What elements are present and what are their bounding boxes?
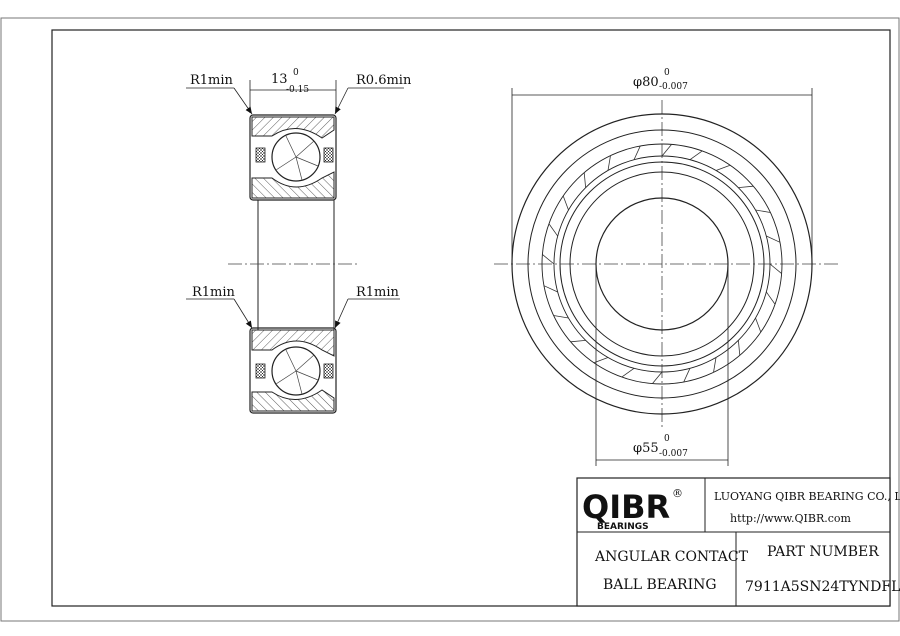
company-logo-sub: BEARINGS: [597, 522, 649, 532]
company-name: LUOYANG QIBR BEARING CO., LTD: [714, 490, 900, 503]
inner-frame: [51, 29, 891, 607]
id-upper-tol: 0: [664, 434, 670, 444]
radius-top-right: R0.6min: [356, 73, 412, 88]
cage-pocket-line: [755, 317, 762, 333]
outer-diameter-dimension: φ80 0 -0.007: [511, 68, 813, 264]
cage-pocket-line: [683, 368, 691, 383]
cage-pocket-line: [548, 223, 559, 237]
od-upper-tol: 0: [664, 68, 670, 78]
company-website: http://www.QIBR.com: [730, 512, 852, 525]
width-upper-tol: 0: [293, 68, 299, 78]
top-section: [249, 114, 337, 201]
cage-pocket-line: [553, 315, 569, 319]
description-line-1: ANGULAR CONTACT: [594, 549, 749, 565]
cage-pocket-line: [737, 340, 741, 356]
bottom-section: [249, 327, 337, 414]
cage-pocket-line: [633, 145, 641, 160]
width-lower-tol: -0.15: [286, 85, 309, 95]
radius-callouts: R1min R0.6min R1min R1min: [186, 73, 412, 329]
cage-pocket-line: [769, 263, 782, 274]
cage-pocket-line: [543, 285, 558, 293]
front-view: φ80 0 -0.007 φ55 0 -0.007: [494, 68, 840, 466]
part-number-value: 7911A5SN24TYNDFLP4: [745, 579, 900, 595]
width-dimension: 13 0 -0.15: [249, 68, 337, 113]
cage-pocket-line: [689, 150, 703, 161]
radius-top-left: R1min: [190, 73, 234, 88]
cage-pocket-line: [755, 209, 771, 213]
cage-pocket-line: [562, 195, 569, 211]
radius-bottom-left: R1min: [192, 285, 236, 300]
cage-pocket-line: [607, 155, 611, 171]
cage-pocket-line: [542, 254, 555, 265]
outer-frame: [0, 17, 900, 622]
part-number-label: PART NUMBER: [767, 544, 879, 560]
description-line-2: BALL BEARING: [603, 577, 717, 593]
cage-pocket-line: [738, 185, 754, 189]
registered-mark: ®: [672, 487, 683, 500]
cage-pocket-line: [652, 371, 663, 384]
width-nominal: 13: [271, 72, 288, 87]
id-lower-tol: -0.007: [659, 449, 688, 459]
cage-pocket-line: [713, 357, 717, 373]
cage-pocket-line: [621, 367, 635, 378]
cage-pocket-line: [766, 235, 781, 243]
cage-pocket-line: [661, 144, 672, 157]
id-nominal: φ55: [633, 441, 659, 456]
cage-pocket-line: [765, 291, 776, 305]
od-nominal: φ80: [633, 75, 659, 90]
cage-pocket-line: [583, 172, 587, 188]
cage-pocket-line: [570, 339, 586, 343]
company-logo: QIBR: [582, 488, 670, 526]
od-lower-tol: -0.007: [659, 82, 688, 92]
title-block: QIBR ® BEARINGS LUOYANG QIBR BEARING CO.…: [576, 477, 900, 607]
cage-pocket-line: [715, 164, 731, 171]
radius-bottom-right: R1min: [356, 285, 400, 300]
inner-diameter-dimension: φ55 0 -0.007: [595, 264, 729, 466]
cage-pockets: [542, 144, 782, 384]
side-section-view: 13 0 -0.15 R1min R0.6min R1min R1min: [186, 68, 412, 414]
